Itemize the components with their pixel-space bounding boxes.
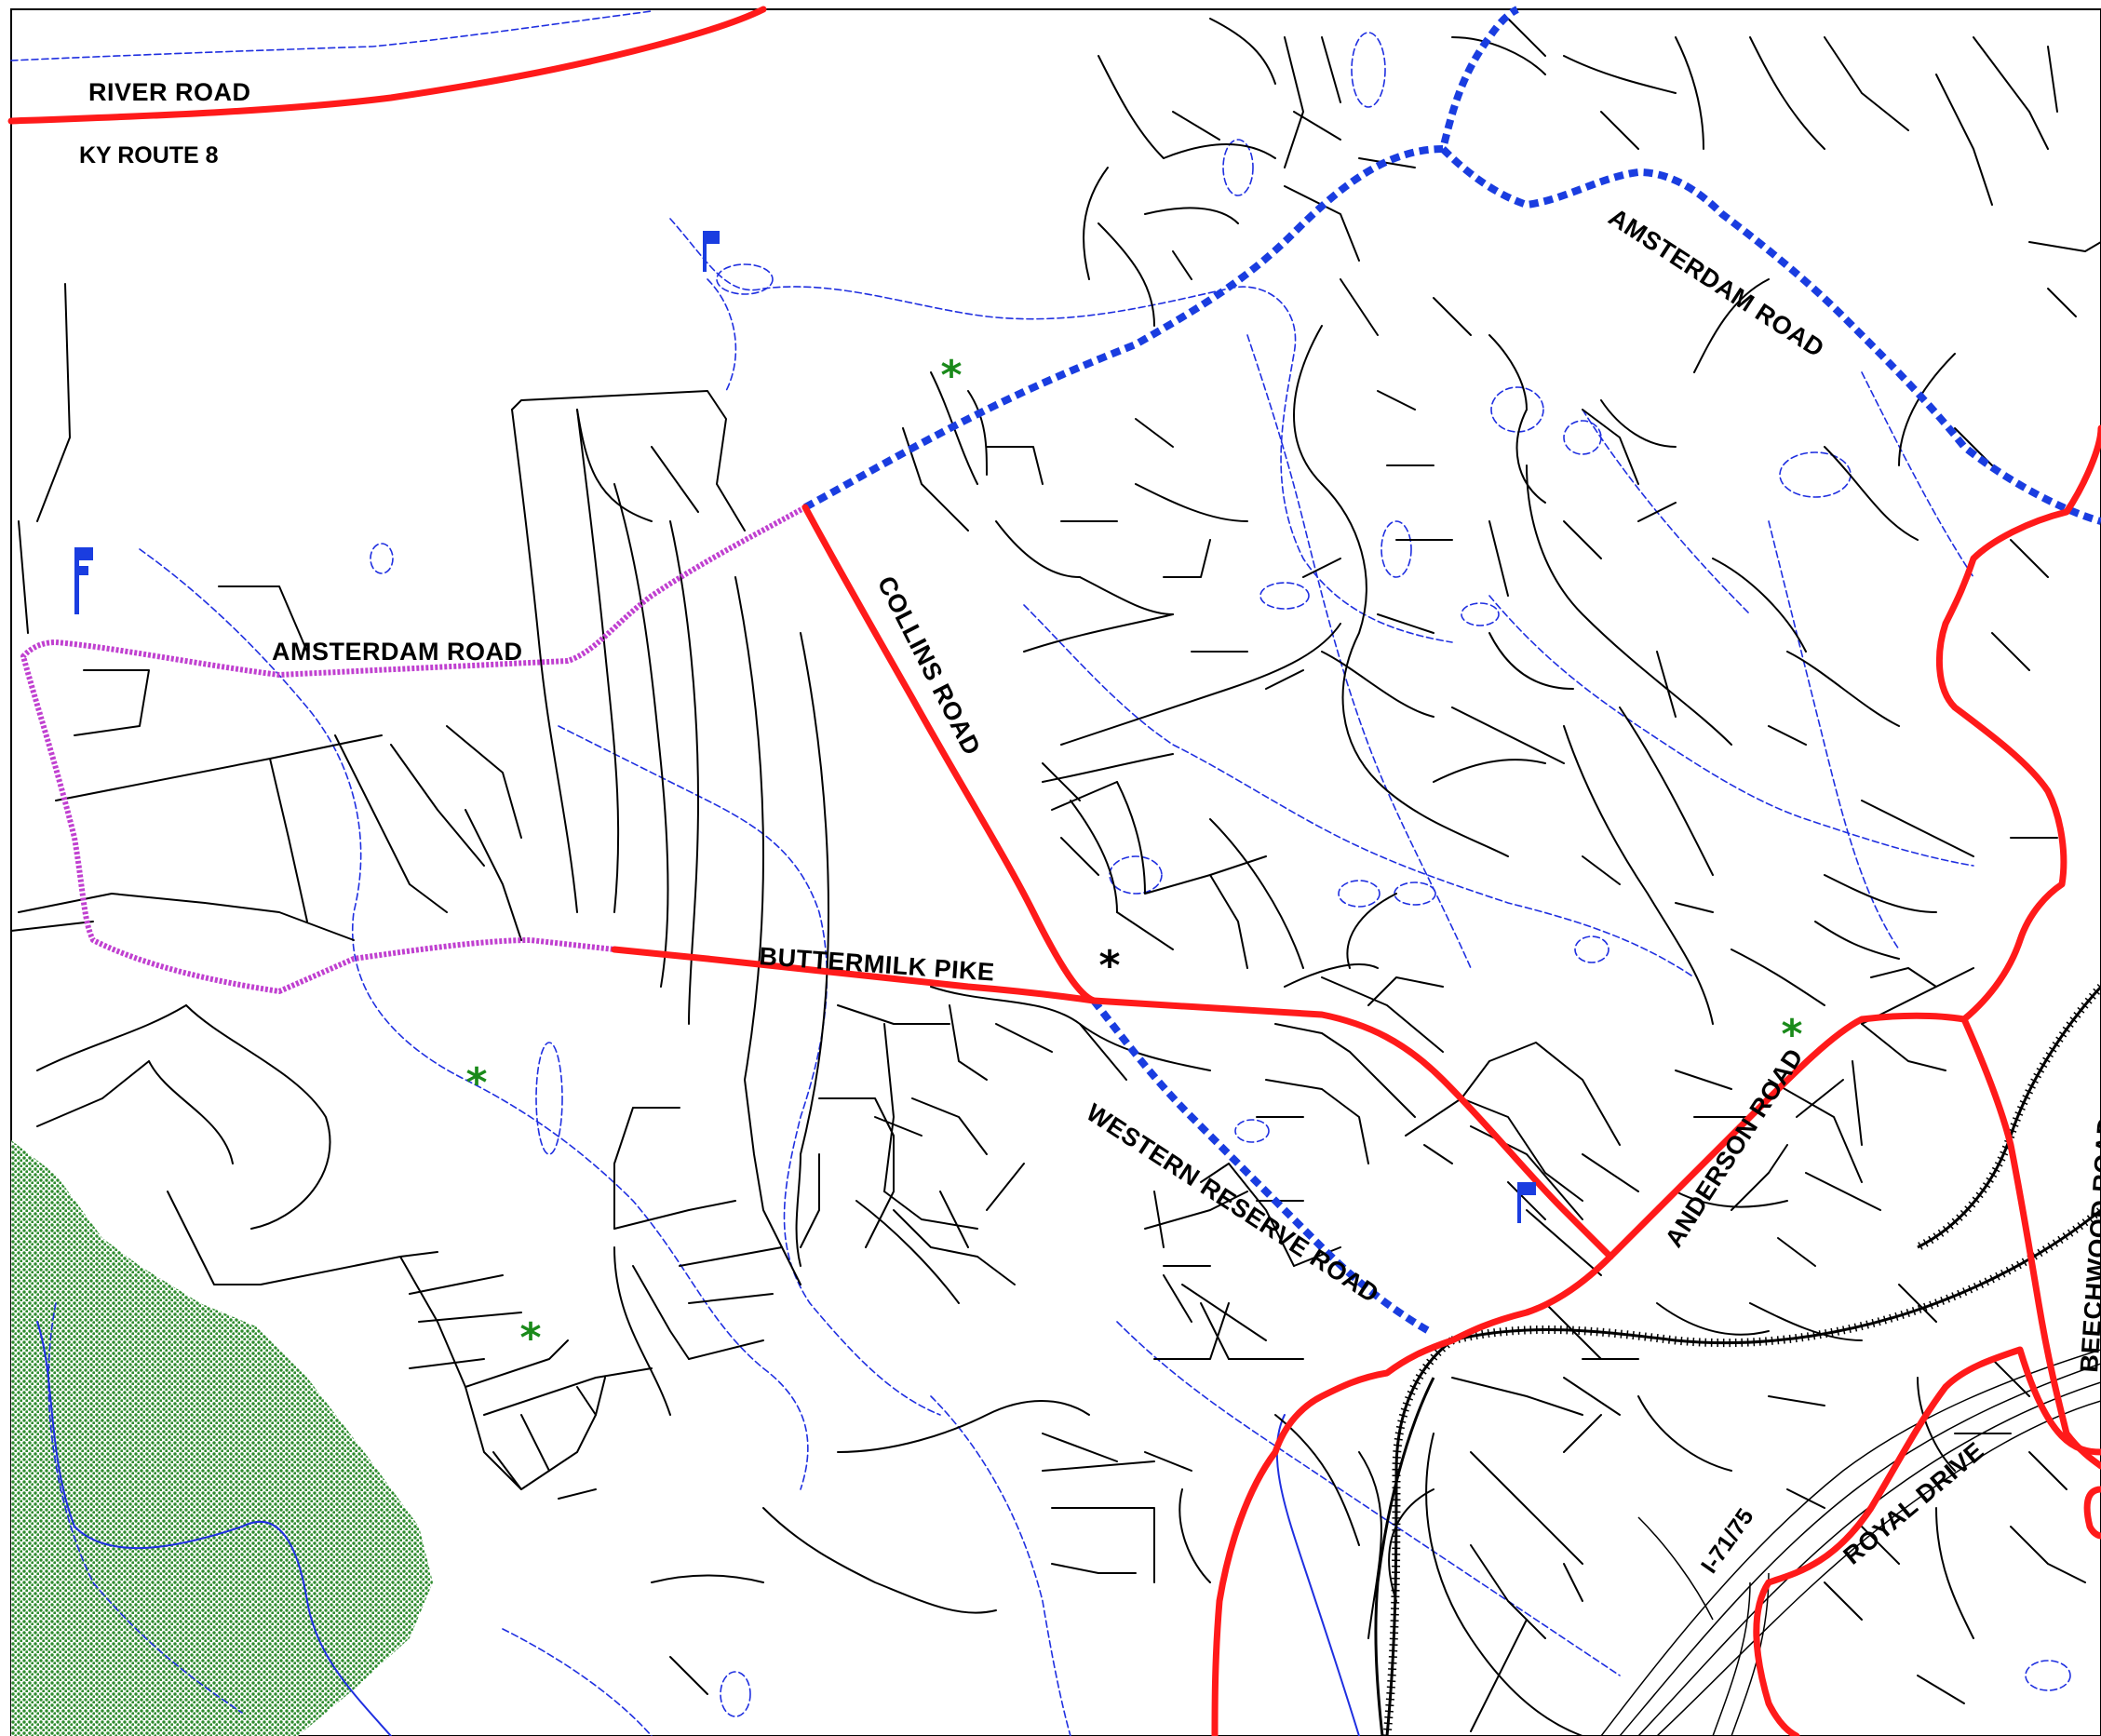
- major-roads: [7, 6, 2101, 1736]
- park-icon: *: [465, 1059, 487, 1107]
- landmark-icon: *: [1098, 942, 1120, 989]
- amsterdam-road-west-label: AMSTERDAM ROAD: [272, 638, 523, 666]
- flag-markers: [74, 231, 1536, 1223]
- ky-route-8-label: KY ROUTE 8: [79, 142, 219, 168]
- river-road-label: RIVER ROAD: [88, 78, 251, 106]
- creeks: [10, 10, 2071, 1736]
- park-icon: *: [519, 1314, 541, 1362]
- local-streets: [10, 18, 2101, 1736]
- park-icon: *: [940, 352, 962, 399]
- railroad: [1374, 983, 2101, 1736]
- royal-drive-line: [1753, 1346, 2101, 1736]
- buttermilk-pike-line: [611, 946, 1614, 1260]
- anderson-road-south: [1211, 1253, 1614, 1736]
- bike-routes: [803, 6, 2101, 1335]
- woodland-area: [11, 1140, 433, 1736]
- park-markers: * * * *: [465, 352, 1802, 1362]
- river-road-line: [7, 6, 767, 125]
- flag-icon: [703, 231, 720, 272]
- flag-icon: [1517, 1182, 1536, 1223]
- park-icon: *: [1781, 1011, 1802, 1058]
- amsterdam-road-trail: [20, 505, 807, 994]
- royal-drive-east: [2083, 1486, 2101, 1540]
- collins-road-line: [801, 504, 1098, 1004]
- beechwood-road-line: [1960, 1016, 2101, 1470]
- anderson-road-line: [1607, 1012, 1968, 1260]
- flag-icon: [74, 547, 93, 614]
- eastern-road-line: [1935, 424, 2101, 1023]
